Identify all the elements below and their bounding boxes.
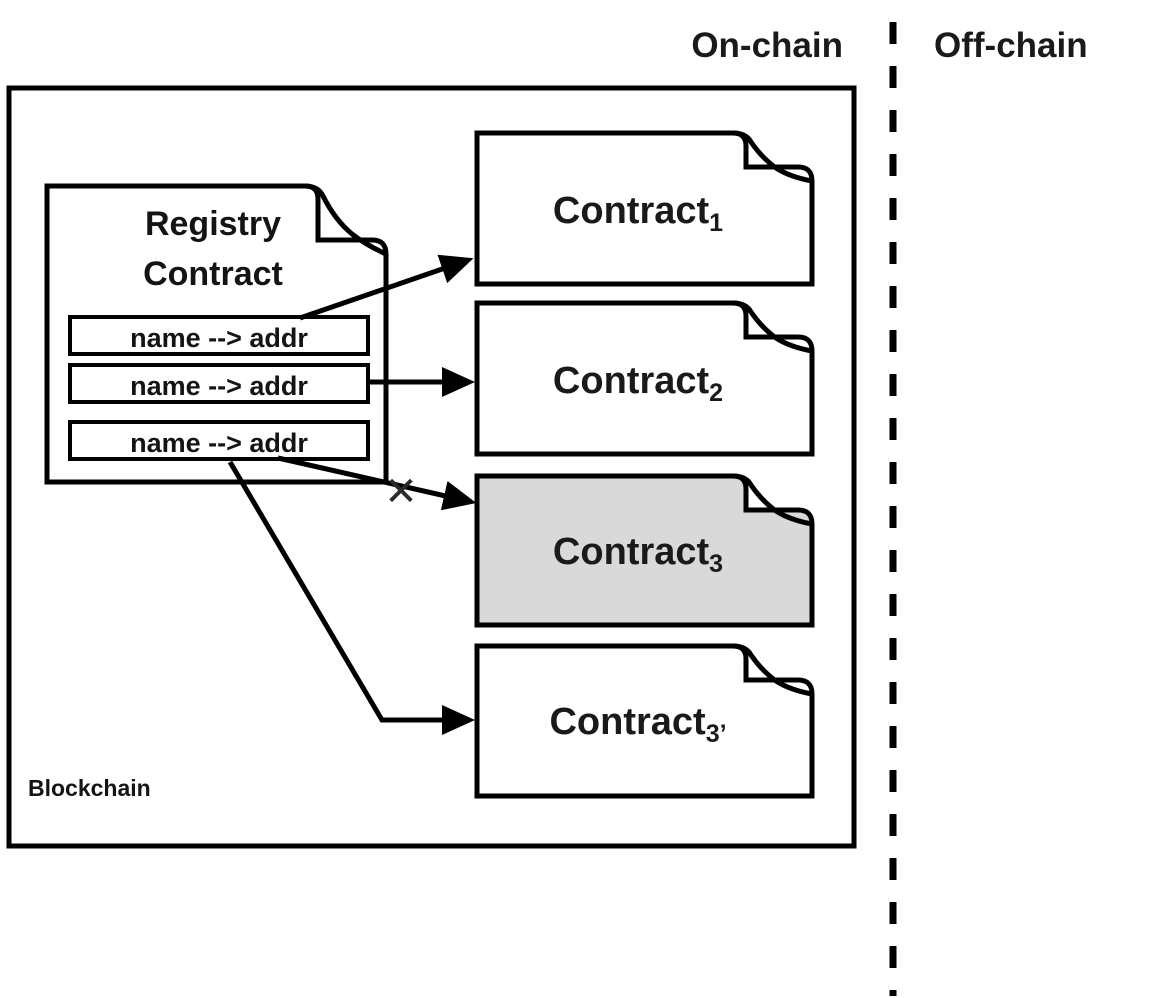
arrow-row1-to-contract1 xyxy=(299,254,474,321)
registry-row-2-label: name --> addr xyxy=(130,371,308,401)
contract-2-label: Contract2 xyxy=(553,360,723,407)
contract-2-fold-icon xyxy=(732,300,813,354)
arrow-row3-to-contract3 xyxy=(277,455,477,511)
contract-node-1[interactable]: Contract1 xyxy=(474,130,815,287)
registry-contract-node[interactable]: Registry Contract name --> addr name -->… xyxy=(44,183,389,485)
contract-node-2[interactable]: Contract2 xyxy=(474,300,815,457)
contract-3-fold-icon xyxy=(732,473,813,527)
off-chain-label: Off-chain xyxy=(934,26,1088,65)
contract-3-prime-fold-icon xyxy=(732,643,813,697)
contract-1-fold-icon xyxy=(732,130,813,184)
registry-row-1-label: name --> addr xyxy=(130,323,308,353)
contract-node-3-prime[interactable]: Contract3’ xyxy=(474,643,815,799)
contract-3-prime-label: Contract3’ xyxy=(549,701,726,748)
contract-node-3[interactable]: Contract3 xyxy=(474,473,815,628)
registry-row-1[interactable]: name --> addr xyxy=(68,315,370,356)
arrow-row3-to-contract3prime xyxy=(227,460,475,735)
registry-fold-icon xyxy=(304,183,388,257)
registry-row-3-box xyxy=(68,420,370,461)
registry-row-1-box xyxy=(68,315,370,356)
on-chain-label: On-chain xyxy=(691,26,843,65)
contract-1-label: Contract1 xyxy=(553,190,723,237)
registry-row-3-label: name --> addr xyxy=(130,428,308,458)
registry-row-2-box xyxy=(68,363,370,404)
blockchain-label: Blockchain xyxy=(28,775,151,801)
registry-title-line2: Contract xyxy=(143,255,283,293)
contract-3-label: Contract3 xyxy=(553,531,723,578)
registry-row-3[interactable]: name --> addr xyxy=(68,420,370,461)
registry-title-line1: Registry xyxy=(145,205,281,243)
revoked-x-icon: ✕ xyxy=(384,470,418,514)
registry-row-2[interactable]: name --> addr xyxy=(68,363,370,404)
